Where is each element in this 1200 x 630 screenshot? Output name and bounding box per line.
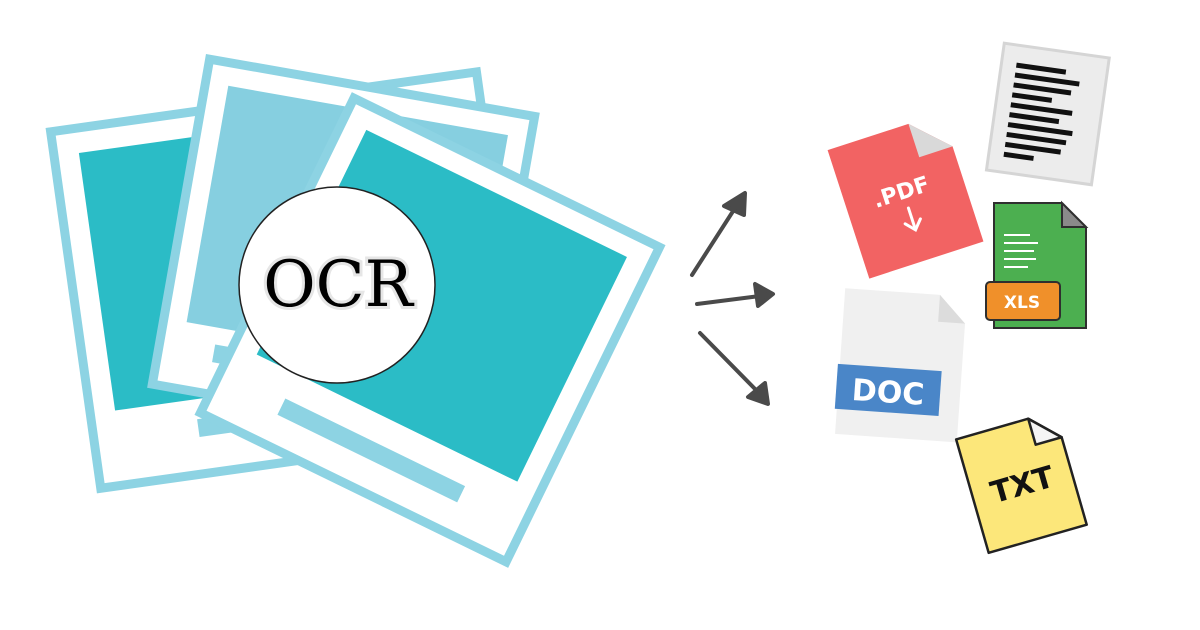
download-arrow-icon: [903, 206, 922, 233]
doc-label: DOC: [851, 373, 926, 413]
text-document-icon: [984, 41, 1111, 187]
conversion-arrows: [690, 191, 775, 406]
arrow-right: [695, 282, 775, 308]
doc-file-icon: DOC: [834, 288, 966, 443]
ocr-label: OCR: [263, 248, 414, 322]
xls-label: XLS: [1004, 293, 1040, 313]
ocr-badge: OCR: [238, 186, 436, 384]
arrow-down: [698, 331, 770, 406]
xls-file-icon: XLS: [985, 200, 1089, 329]
txt-file-icon: TXT: [954, 417, 1088, 555]
pdf-file-icon: .PDF: [827, 123, 984, 279]
arrow-up: [690, 191, 747, 277]
